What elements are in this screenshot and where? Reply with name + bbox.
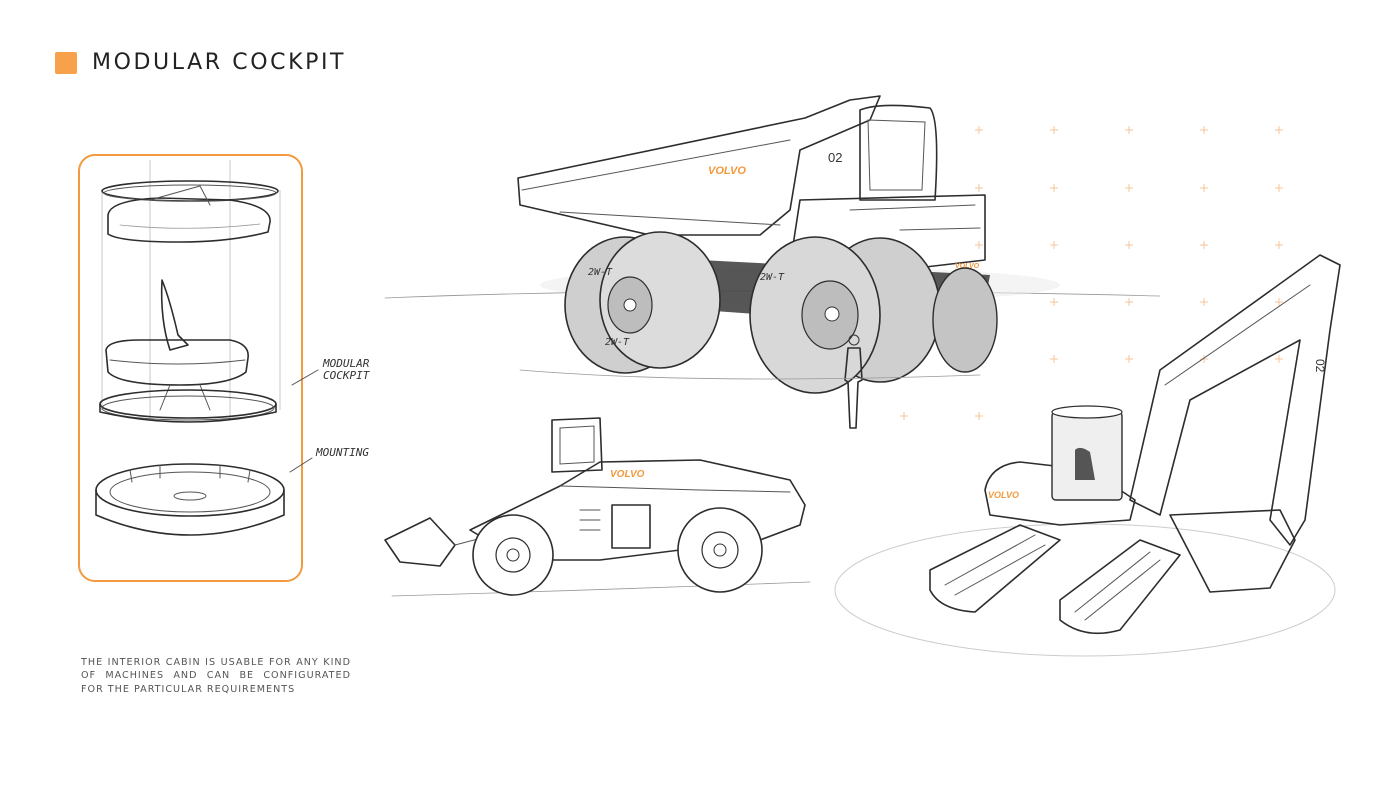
dump-truck-sketch: VOLVO 02 VOLVO 2W-T 2W-T 2W-T xyxy=(384,95,1161,429)
description-caption: THE INTERIOR CABIN IS USABLE FOR ANY KIN… xyxy=(81,657,351,695)
mounting-label: MOUNTING xyxy=(315,446,369,459)
page-title: MODULAR COCKPIT xyxy=(92,50,347,75)
excavator-brand: VOLVO xyxy=(988,490,1019,500)
excavator-sketch: VOLVO 02 xyxy=(834,254,1341,657)
tire-text-1: 2W-T xyxy=(588,267,613,278)
plus-grid-decoration xyxy=(900,126,1283,420)
tire-text-3: 2W-T xyxy=(605,337,630,348)
wheel-loader-sketch: VOLVO xyxy=(384,417,811,597)
modular-cockpit-diagram: MODULAR COCKPIT MOUNTING xyxy=(78,154,371,582)
excavator-number: 02 xyxy=(1313,359,1327,373)
dump-truck-brand-small: VOLVO xyxy=(955,263,980,270)
modular-label-line1: MODULAR xyxy=(322,357,370,370)
person-figure xyxy=(844,334,863,429)
dump-truck-brand: VOLVO xyxy=(708,165,746,177)
tire-text-2: 2W-T xyxy=(760,272,785,283)
dump-truck-number: 02 xyxy=(828,150,842,165)
orange-square-icon xyxy=(55,51,77,74)
cockpit-label-line2: COCKPIT xyxy=(323,369,371,382)
loader-brand: VOLVO xyxy=(610,469,645,480)
page-header: MODULAR COCKPIT xyxy=(55,50,346,75)
cockpit-frame xyxy=(78,154,303,582)
